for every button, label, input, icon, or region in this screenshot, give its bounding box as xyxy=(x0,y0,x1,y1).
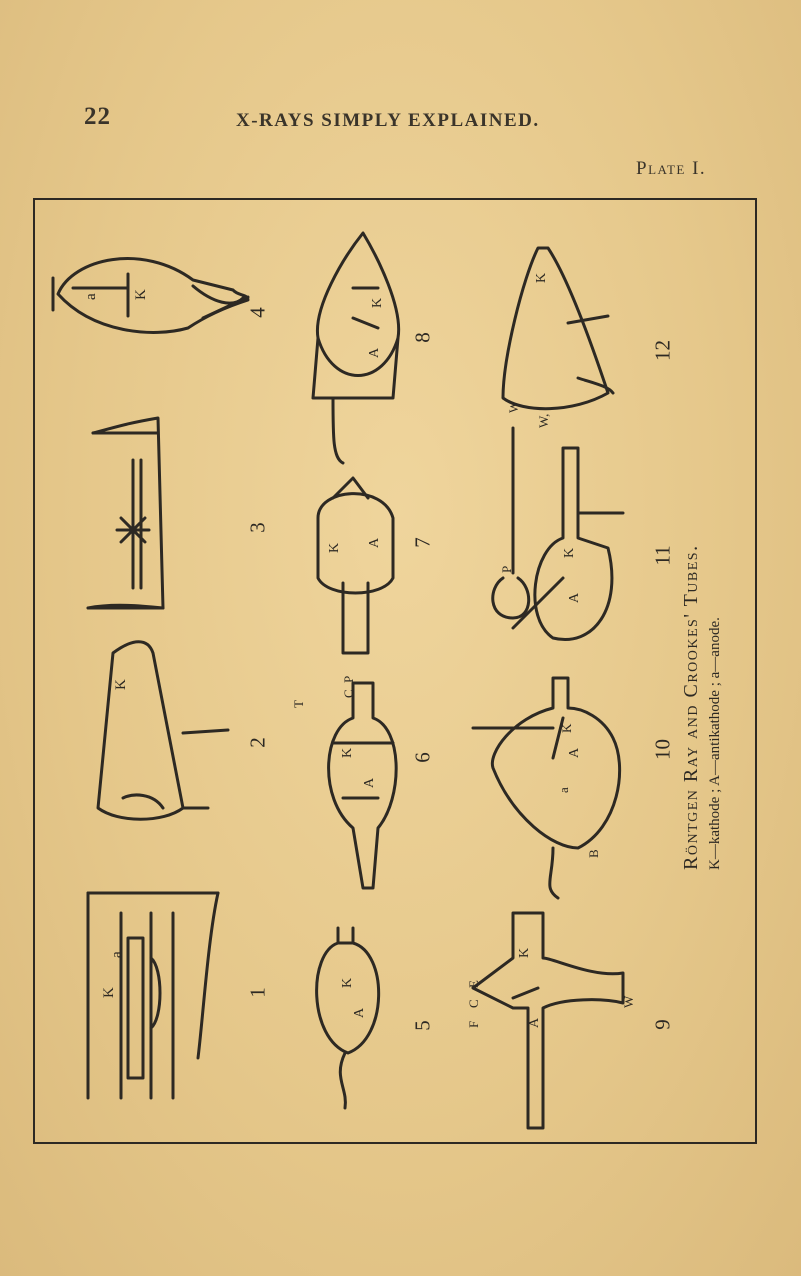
tube-number-11: 11 xyxy=(650,545,675,566)
svg-text:W: W xyxy=(506,400,521,413)
page-number: 22 xyxy=(84,103,111,130)
svg-text:B: B xyxy=(586,849,601,858)
svg-text:E: E xyxy=(466,980,481,988)
svg-text:K: K xyxy=(559,723,574,733)
tube-4-drawing: a K xyxy=(51,257,250,334)
svg-text:A: A xyxy=(527,1017,542,1028)
svg-text:W: W xyxy=(621,995,636,1008)
svg-text:a: a xyxy=(83,293,99,300)
svg-text:A: A xyxy=(567,592,582,603)
svg-text:K: K xyxy=(340,748,355,758)
svg-text:A: A xyxy=(567,747,582,758)
svg-text:K: K xyxy=(101,987,117,998)
svg-text:A: A xyxy=(367,537,382,548)
caption-title: Röntgen Ray and Crookes' Tubes. xyxy=(680,544,702,870)
tube-number-5: 5 xyxy=(410,1020,435,1031)
svg-text:P: P xyxy=(341,676,356,683)
tube-number-9: 9 xyxy=(650,1019,675,1030)
tube-12-drawing: K xyxy=(501,246,615,411)
tube-5-drawing: K A xyxy=(315,926,381,1110)
plate-label: Plate I. xyxy=(636,158,707,179)
tube-number-4: 4 xyxy=(245,307,270,318)
plate-frame xyxy=(33,198,757,1144)
svg-text:K: K xyxy=(113,679,129,690)
running-head: X-RAYS SIMPLY EXPLAINED. xyxy=(236,110,540,131)
svg-text:K: K xyxy=(340,978,355,988)
svg-text:C: C xyxy=(466,999,481,1008)
svg-text:T: T xyxy=(291,700,306,708)
tube-6-drawing: K A C P T xyxy=(291,676,398,890)
tube-3-drawing xyxy=(86,416,165,610)
tube-11-drawing: K A P W W, xyxy=(491,400,625,641)
svg-text:K: K xyxy=(327,543,342,553)
svg-text:A: A xyxy=(352,1007,367,1018)
svg-text:K: K xyxy=(562,548,577,558)
tube-number-8: 8 xyxy=(410,332,435,343)
tube-number-2: 2 xyxy=(245,737,270,748)
svg-text:K: K xyxy=(133,289,149,300)
tube-7-drawing: K A xyxy=(316,476,395,655)
tube-number-1: 1 xyxy=(245,987,270,998)
svg-text:A: A xyxy=(367,347,382,358)
svg-text:C: C xyxy=(341,689,356,698)
tube-9-drawing: K A E C F W xyxy=(466,911,636,1130)
caption-legend: K—kathode ; A—antikathode ; a—anode. xyxy=(707,617,723,870)
svg-text:K: K xyxy=(370,298,385,308)
tube-number-10: 10 xyxy=(650,739,675,760)
svg-text:P: P xyxy=(499,566,514,573)
svg-text:W,: W, xyxy=(536,414,551,428)
tube-10-drawing: K A a B xyxy=(471,676,621,900)
svg-text:F: F xyxy=(466,1021,481,1028)
tube-number-12: 12 xyxy=(650,340,675,361)
svg-text:K: K xyxy=(534,273,549,283)
tube-1-drawing: K a xyxy=(86,891,220,1100)
tube-number-6: 6 xyxy=(410,752,435,763)
tube-number-7: 7 xyxy=(410,537,435,548)
svg-text:K: K xyxy=(517,948,532,958)
tube-8-drawing: K A xyxy=(311,231,401,465)
svg-text:A: A xyxy=(362,777,377,788)
plate-caption: Röntgen Ray and Crookes' Tubes. K—kathod… xyxy=(680,470,750,870)
svg-text:a: a xyxy=(556,787,571,793)
tube-illustrations: a K K K xyxy=(51,231,636,1130)
tube-number-3: 3 xyxy=(245,522,270,533)
tube-2-drawing: K xyxy=(96,640,230,821)
svg-text:a: a xyxy=(109,951,125,958)
